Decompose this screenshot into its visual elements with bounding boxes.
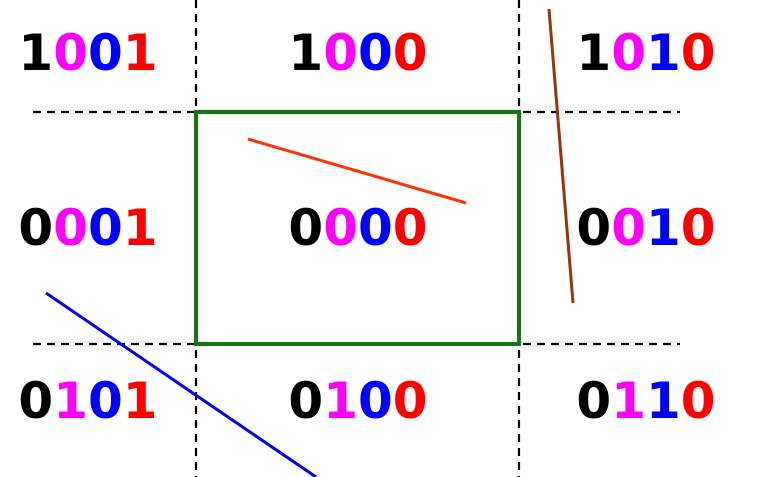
region-code-bottom-right: 0110 [576,372,715,430]
code-bit-1: 0 [18,372,53,430]
line-segment-red [247,137,467,205]
code-bit-2: 1 [611,372,646,430]
code-bit-2: 0 [53,24,88,82]
code-bit-3: 1 [646,24,681,82]
code-bit-1: 0 [18,199,53,257]
code-bit-4: 0 [681,372,716,430]
region-code-right: 0010 [576,199,715,257]
region-code-top-left: 1001 [18,24,157,82]
clip-window [194,110,521,346]
code-bit-2: 0 [323,24,358,82]
region-code-top-right: 1010 [576,24,715,82]
code-bit-2: 1 [323,372,358,430]
code-bit-2: 0 [323,199,358,257]
code-bit-1: 1 [288,24,323,82]
region-codes: 1001 1000 1010 0001 0000 0010 0101 0100 … [18,24,715,430]
code-bit-3: 0 [88,24,123,82]
code-bit-4: 0 [393,24,428,82]
code-bit-1: 1 [576,24,611,82]
code-bit-2: 0 [611,24,646,82]
region-code-center: 0000 [288,199,427,257]
code-bit-2: 0 [611,199,646,257]
code-bit-1: 0 [576,199,611,257]
code-bit-1: 0 [576,372,611,430]
code-bit-3: 0 [88,372,123,430]
code-bit-3: 0 [358,372,393,430]
region-code-bottom-left: 0101 [18,372,157,430]
code-bit-3: 1 [646,372,681,430]
code-bit-4: 1 [123,372,158,430]
region-code-top: 1000 [288,24,427,82]
code-bit-1: 0 [288,199,323,257]
region-code-left: 0001 [18,199,157,257]
code-bit-1: 1 [18,24,53,82]
code-bit-2: 1 [53,372,88,430]
region-code-bottom: 0100 [288,372,427,430]
code-bit-4: 0 [393,372,428,430]
code-bit-4: 1 [123,24,158,82]
code-bit-3: 0 [358,199,393,257]
code-bit-3: 0 [88,199,123,257]
line-segment-blue [45,291,317,477]
code-bit-4: 1 [123,199,158,257]
code-bit-3: 1 [646,199,681,257]
code-bit-4: 0 [393,199,428,257]
code-bit-2: 0 [53,199,88,257]
line-segment-brown [547,8,575,304]
code-bit-4: 0 [681,199,716,257]
code-bit-1: 0 [288,372,323,430]
code-bit-3: 0 [358,24,393,82]
code-bit-4: 0 [681,24,716,82]
